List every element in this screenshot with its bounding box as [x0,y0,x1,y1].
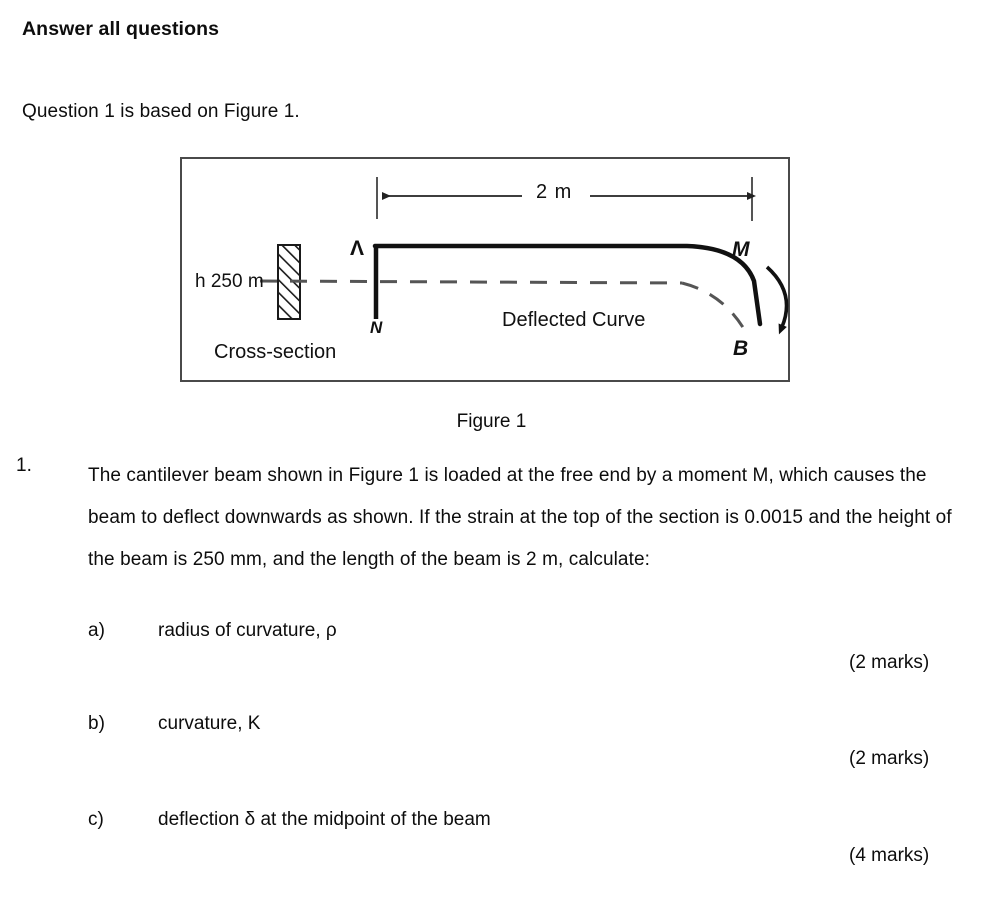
figure-neutral-axis-label: N [370,318,383,337]
figure-deflected-curve-label: Deflected Curve [502,309,646,331]
page-heading: Answer all questions [22,18,220,40]
question-body-text: The cantilever beam shown in Figure 1 is… [88,465,952,570]
part-b-letter: b) [88,713,105,734]
figure-top-fibre-label: Λ [350,237,365,260]
part-b-text: curvature, K [158,713,261,734]
figure-cross-section-label: Cross-section [214,341,337,363]
figure-span-dimension-label: 2 m [536,181,573,203]
figure-1-container: h 250 m Cross-section Λ N 2 m Deflected … [180,157,790,382]
beam-deflected-curve [372,243,763,327]
part-c-letter: c) [88,809,104,830]
beam-diagram [259,177,789,335]
part-a-letter: a) [88,620,105,641]
neutral-axis-dashed-tail [681,281,746,330]
figure-height-label: h 250 m [195,271,264,292]
part-b-marks: (2 marks) [849,748,930,769]
part-c-text: deflection δ at the midpoint of the beam [158,809,491,830]
figure-caption: Figure 1 [456,411,527,432]
part-c-marks: (4 marks) [849,845,930,866]
figure-moment-label: M [732,238,750,261]
neutral-axis-dashed [259,279,683,285]
moment-arrow [765,265,789,335]
question-number: 1. [16,455,32,476]
part-a-text: radius of curvature, ρ [158,620,337,641]
question-intro-text: Question 1 is based on Figure 1. [22,101,300,122]
part-a-marks: (2 marks) [849,652,930,673]
figure-free-end-label: B [733,337,749,360]
